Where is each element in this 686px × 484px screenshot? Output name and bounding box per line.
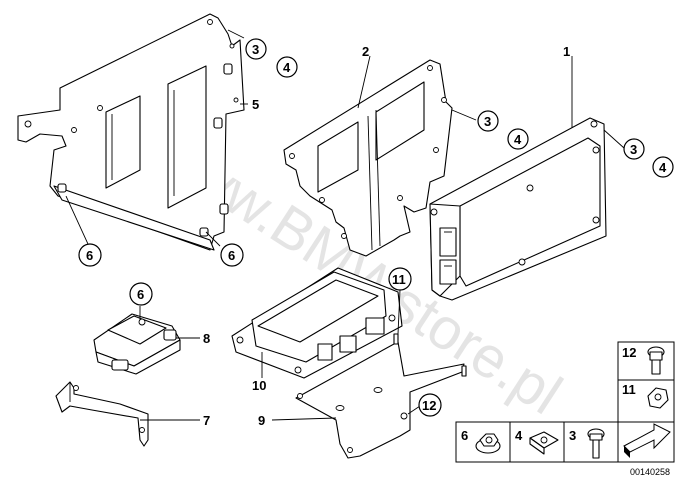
legend-label-11: 11 — [622, 382, 636, 397]
callout-10: 10 — [252, 378, 266, 393]
callout-4c-circle — [652, 156, 674, 178]
callout-12: 12 — [422, 398, 436, 413]
callout-6c-circle — [129, 282, 153, 306]
fastener-legend: 12 11 6 4 3 — [455, 341, 675, 477]
callouts: 1 2 3 4 5 3 4 3 4 6 6 6 8 7 9 10 11 12 — [78, 38, 674, 428]
part-5-bracket — [17, 13, 245, 251]
leader-lines — [65, 29, 625, 421]
direction-arrow-icon — [623, 423, 671, 458]
callout-5: 5 — [252, 97, 259, 112]
callout-12-circle — [418, 393, 442, 417]
callout-4a: 4 — [283, 60, 291, 75]
bolt-icon — [647, 346, 665, 375]
flange-nut-icon — [475, 433, 501, 454]
legend-label-12: 12 — [622, 345, 636, 360]
callout-4a-circle — [276, 56, 298, 78]
clip-nut-icon — [529, 431, 559, 455]
callout-3a: 3 — [252, 42, 259, 57]
legend-label-3: 3 — [569, 428, 576, 443]
callout-3c-circle — [623, 138, 645, 160]
diagram-id: 00140258 — [630, 467, 670, 477]
screw-icon — [587, 428, 605, 459]
callout-4c: 4 — [659, 160, 667, 175]
callout-8: 8 — [203, 331, 210, 346]
hex-nut-icon — [647, 387, 669, 409]
callout-6b: 6 — [228, 248, 235, 263]
callout-4b-circle — [507, 128, 529, 150]
callout-3a-circle — [245, 38, 267, 60]
part-7-bracket — [55, 381, 149, 447]
callout-3b-circle — [477, 110, 499, 132]
callout-11-circle — [388, 267, 412, 291]
callout-6a: 6 — [86, 248, 93, 263]
part-8-sensor-unit — [93, 313, 181, 375]
legend-label-6: 6 — [461, 428, 468, 443]
callout-2: 2 — [362, 44, 369, 59]
callout-3b: 3 — [484, 114, 491, 129]
callout-1: 1 — [563, 44, 570, 59]
callout-4b: 4 — [514, 132, 522, 147]
callout-6c: 6 — [137, 287, 144, 302]
part-1-control-unit — [429, 117, 607, 301]
callout-11: 11 — [392, 272, 406, 287]
callout-7: 7 — [203, 413, 210, 428]
callout-9: 9 — [258, 413, 265, 428]
legend-label-4: 4 — [515, 428, 523, 443]
callout-6a-circle — [78, 243, 102, 267]
part-9-bracket — [295, 333, 467, 459]
part-10-control-unit — [231, 267, 403, 379]
callout-6b-circle — [220, 243, 244, 267]
callout-3c: 3 — [630, 142, 637, 157]
part-2-bracket — [283, 59, 453, 257]
